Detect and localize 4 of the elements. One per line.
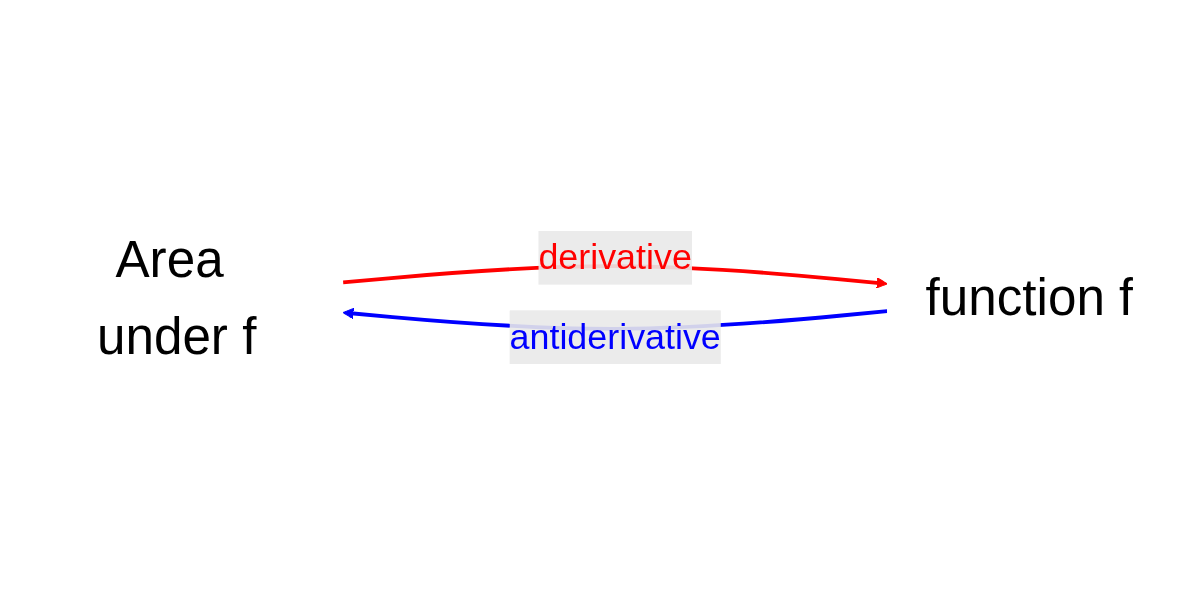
edge-label: derivative (538, 237, 692, 278)
edge-label: antiderivative (509, 316, 721, 357)
node-text: function f (925, 269, 1134, 326)
node-text: Area under f (96, 230, 257, 365)
